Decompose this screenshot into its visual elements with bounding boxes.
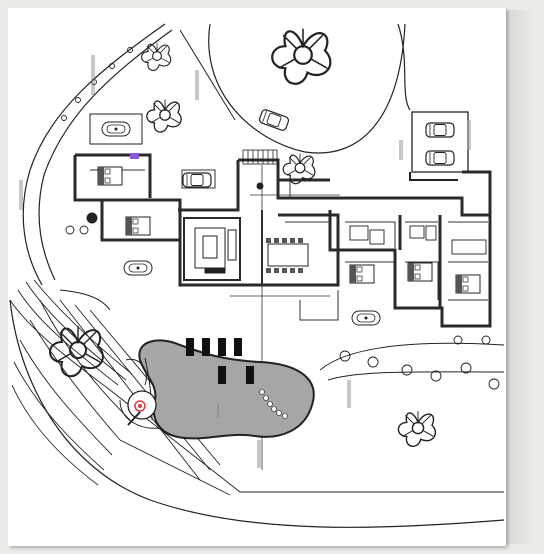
hot-tub: [127, 390, 157, 426]
bathtub-icon: [351, 310, 381, 326]
flower-tree-icon: [49, 325, 104, 378]
flower-tree-icon: [397, 410, 437, 448]
outdoor-shower-frame: [89, 113, 143, 145]
garden-paths: [59, 289, 505, 493]
dining-table-icon: [266, 238, 309, 273]
hedge-dots: [61, 47, 500, 390]
sun-lounger-icon: [218, 338, 226, 356]
annotation-ticks: [19, 55, 471, 468]
car-icon: [425, 122, 455, 138]
car-icon: [182, 172, 212, 188]
flower-tree-icon: [146, 98, 182, 133]
bed-icon: [97, 166, 123, 186]
swimming-pool: [138, 339, 315, 440]
flower-tree-icon: [271, 27, 332, 85]
site-boundary: [9, 23, 505, 528]
car-icon: [425, 150, 455, 166]
flower-tree-icon: [141, 42, 172, 71]
sun-lounger-icon: [218, 366, 226, 384]
bed-icon: [455, 274, 481, 294]
bathtub-icon: [101, 121, 131, 137]
living-room-furniture: [194, 227, 237, 274]
sun-lounger-icon: [234, 338, 242, 356]
purple-marker: [130, 153, 139, 159]
bed-icon: [349, 264, 375, 284]
bathtub-icon: [123, 260, 153, 276]
car-icon: [257, 108, 291, 132]
building-walls: [73, 153, 492, 328]
bathroom-fixtures: [65, 182, 487, 255]
sun-lounger-icon: [202, 338, 210, 356]
bed-icon: [407, 262, 433, 282]
circular-driveway: [208, 23, 411, 154]
staircase: [242, 149, 278, 165]
sun-lounger-icon: [246, 366, 254, 384]
terrace-hatching: [9, 279, 241, 496]
page-edge-shadow: [506, 10, 536, 544]
garage: [409, 111, 469, 181]
bed-icon: [125, 216, 151, 236]
sun-lounger-icon: [186, 338, 194, 356]
